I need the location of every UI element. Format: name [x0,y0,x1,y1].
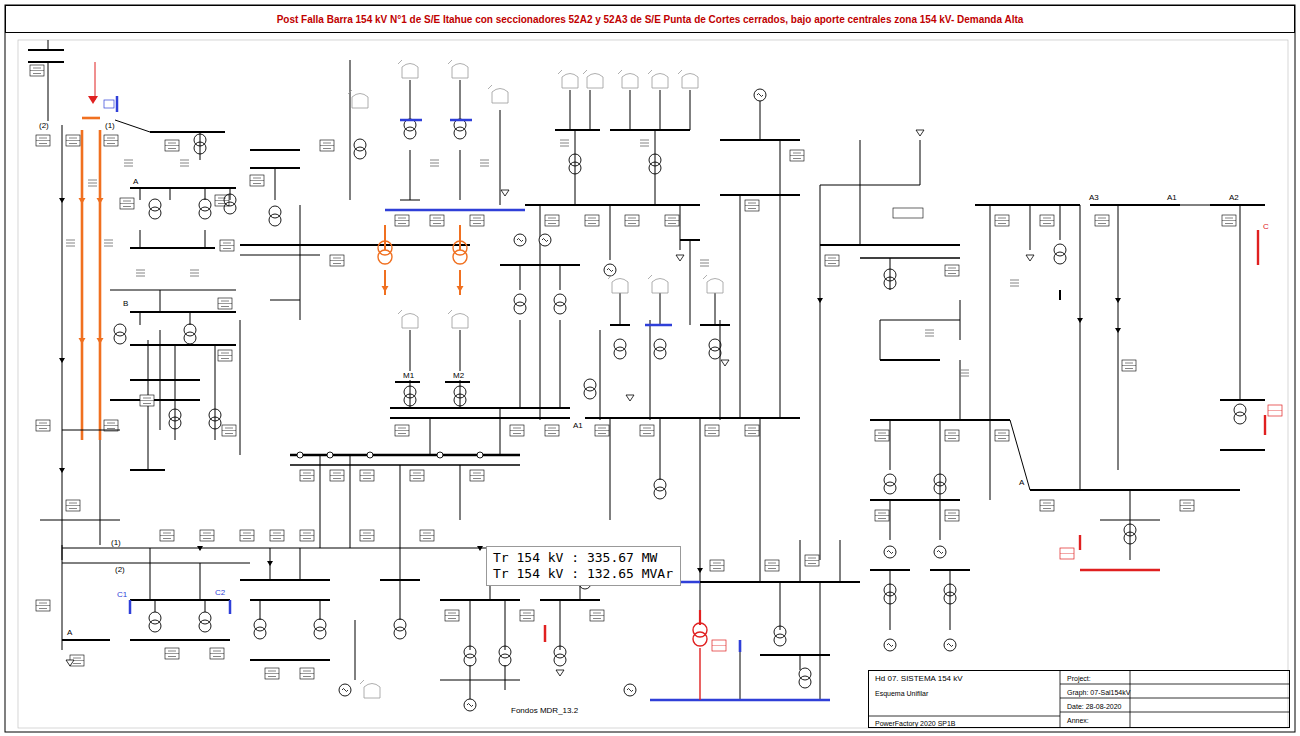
bus-label: A1 [572,421,584,430]
bus-label: C2 [214,588,226,597]
summary-line: Tr 154 kV : 335.67 MW [493,550,674,566]
bus-label: (2) [114,565,126,574]
bus-label: A2 [1228,193,1240,202]
bus-label: (2) [38,121,50,130]
summary-box: Tr 154 kV : 335.67 MWTr 154 kV : 132.65 … [486,546,681,586]
bus-label: C [1262,222,1270,231]
bus-label: A3 [1088,193,1100,202]
title-block: Hd 07. SISTEMA 154 kV Esquema UnifilarPow… [868,670,1290,728]
summary-line: Tr 154 kV : 132.65 MVAr [493,566,674,582]
bus-label: B [122,299,129,308]
bus-label: Fondos MDR_13.2 [510,706,579,715]
bus-label: (1) [110,538,122,547]
bus-label: (1) [104,121,116,130]
bus-label: A [132,177,139,186]
bus-label: A [1018,478,1025,487]
title-block-text: PowerFactory 2020 SP1B [875,719,956,728]
bus-label: C1 [116,590,128,599]
title-block-text: Date: 28-08-2020 [1067,702,1121,711]
bus-label: A1 [1166,193,1178,202]
title-block-text: Annex: [1067,716,1089,725]
bus-label: A [66,628,73,637]
title-block-text: Esquema Unifilar [875,689,928,698]
title-bar: Post Falla Barra 154 kV N°1 de S/E Itahu… [5,5,1295,33]
title-block-text: Project: [1067,674,1091,683]
title-block-text: Hd 07. SISTEMA 154 kV [875,674,963,683]
bus-label: M2 [452,371,465,380]
title-block-text: Graph: 07-Sal154kV [1067,688,1130,697]
diagram-title: Post Falla Barra 154 kV N°1 de S/E Itahu… [277,14,1024,25]
bus-label: M1 [402,371,415,380]
